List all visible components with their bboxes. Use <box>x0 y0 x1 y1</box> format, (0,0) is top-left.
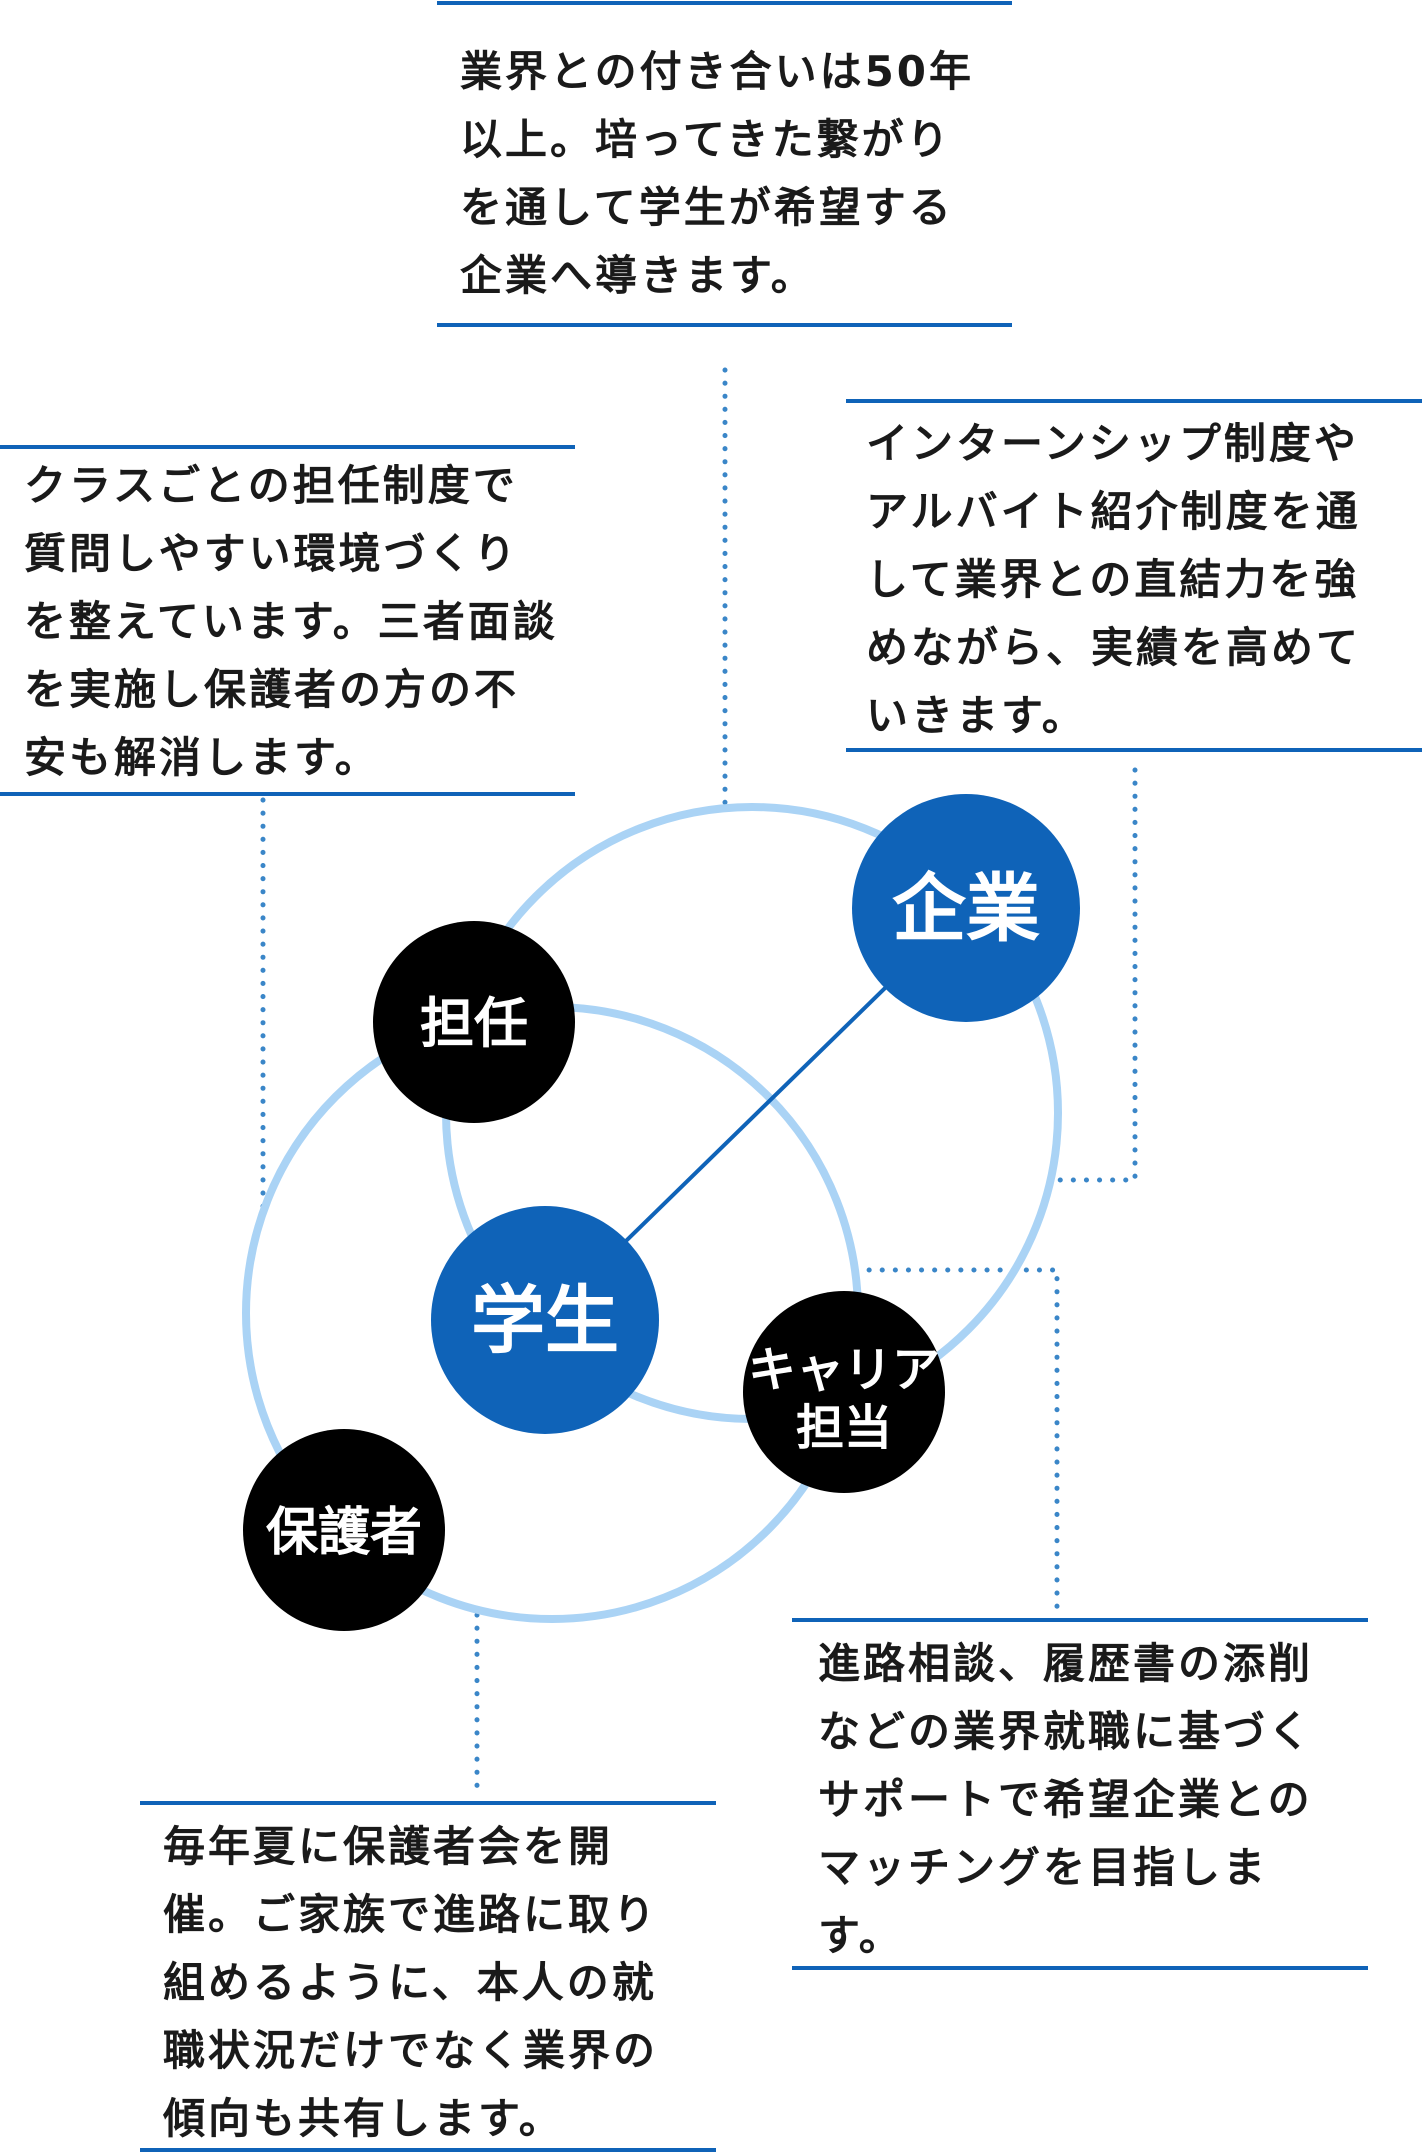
node-career-label-line2: 担当 <box>796 1400 892 1456</box>
bottom-right-line: 進路相談、履歴書の添削 <box>818 1639 1314 1688</box>
bottom-right-description: 進路相談、履歴書の添削 などの業界就職に基づく サポートで希望企業との マッチン… <box>818 1630 1313 1970</box>
top-line: を通して学生が希望する <box>460 183 954 232</box>
node-kigyo-circle <box>852 794 1080 1022</box>
node-career-circle <box>743 1291 945 1493</box>
node-gakusei-circle <box>431 1206 659 1434</box>
right-line: インターンシップ制度や <box>866 419 1359 468</box>
bottom-left-description: 毎年夏に保護者会を開 催。ご家族で進路に取り 組めるように、本人の就 職状況だけ… <box>163 1813 658 2153</box>
node-tannin: 担任 <box>373 921 575 1123</box>
connector-career <box>853 1267 1060 1613</box>
bottom-left-line: 催。ご家族で進路に取り <box>163 1890 659 1939</box>
bottom-right-line: マッチングを目指しま <box>818 1843 1269 1892</box>
bottom-left-line: 傾向も共有します。 <box>163 2094 564 2143</box>
left-line: 質問しやすい環境づくり <box>24 529 519 578</box>
bottom-right-line: サポートで希望企業との <box>818 1775 1313 1824</box>
node-tannin-label: 担任 <box>420 992 528 1055</box>
right-line: いきます。 <box>866 691 1087 740</box>
dotted-connectors <box>260 367 1138 1798</box>
left-line: を整えています。三者面談 <box>24 597 558 646</box>
bottom-right-line: す。 <box>818 1911 904 1960</box>
node-tannin-circle <box>373 921 575 1123</box>
left-description: クラスごとの担任制度で 質問しやすい環境づくり を整えています。三者面談 を実施… <box>24 452 558 792</box>
top-line: 企業へ導きます。 <box>460 251 816 300</box>
node-hogosha-circle <box>243 1429 445 1631</box>
left-line: クラスごとの担任制度で <box>24 461 518 510</box>
left-line: 安も解消します。 <box>24 733 380 782</box>
bottom-right-line: などの業界就職に基づく <box>818 1707 1314 1756</box>
node-career: キャリア 担当 <box>743 1291 945 1493</box>
top-line: 以上。培ってきた繋がり <box>460 115 952 164</box>
node-career-label-line1: キャリア <box>748 1342 940 1398</box>
right-line: アルバイト紹介制度を通 <box>866 487 1361 536</box>
bottom-left-line: 職状況だけでなく業界の <box>163 2026 659 2075</box>
bottom-left-line: 組めるように、本人の就 <box>163 1958 657 2007</box>
node-gakusei: 学生 <box>431 1206 659 1434</box>
node-kigyo-label: 企業 <box>892 866 1040 952</box>
node-hogosha-label: 保護者 <box>266 1503 422 1563</box>
bottom-left-line: 毎年夏に保護者会を開 <box>163 1822 614 1871</box>
node-gakusei-label: 学生 <box>471 1278 619 1364</box>
right-line: して業界との直結力を強 <box>866 555 1360 604</box>
node-hogosha: 保護者 <box>243 1429 445 1631</box>
left-line: を実施し保護者の方の不 <box>24 665 520 714</box>
top-line: 業界との付き合いは50年 <box>460 47 975 96</box>
right-line: めながら、実績を高めて <box>866 623 1362 672</box>
right-description: インターンシップ制度や アルバイト紹介制度を通 して業界との直結力を強 めながら… <box>866 410 1361 750</box>
node-kigyo: 企業 <box>852 794 1080 1022</box>
top-description: 業界との付き合いは50年 以上。培ってきた繋がり を通して学生が希望する 企業へ… <box>460 38 974 310</box>
